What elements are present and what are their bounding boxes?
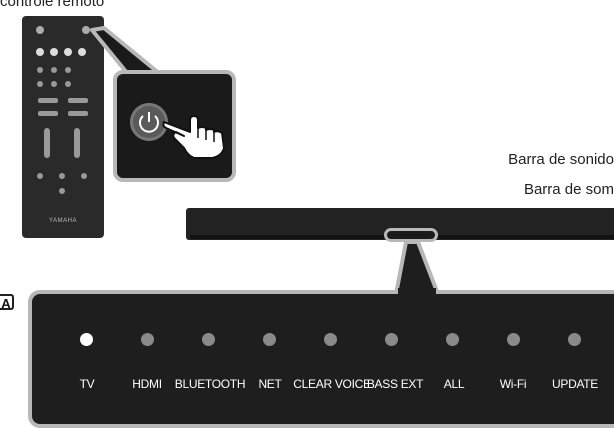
indicator-label-hdmi: HDMI (132, 377, 162, 391)
indicator-label-clear-voice: CLEAR VOICE (293, 377, 371, 391)
power-icon (139, 112, 159, 133)
indicator-label-net: NET (258, 377, 282, 391)
soundbar-label-es: Barra de sonido (508, 151, 614, 168)
indicator-led-tv (80, 333, 93, 346)
remote-caption: controle remoto (0, 0, 105, 10)
soundbar-label-pt: Barra de som (523, 181, 614, 198)
indicator-label-bass-ext: BASS EXT (366, 377, 424, 391)
indicator-label-bluetooth: BLUETOOTH (174, 377, 246, 391)
remote-control: YAMAHA (22, 16, 104, 238)
indicator-led-clear-voice (324, 333, 337, 346)
figure-badge: A (0, 294, 14, 311)
pointing-hand-icon (162, 115, 225, 159)
remote-brand-logo: YAMAHA (49, 218, 77, 224)
indicator-panel (28, 290, 614, 428)
indicator-led-wifi (507, 333, 520, 346)
power-button[interactable] (130, 103, 168, 141)
indicator-label-all: ALL (443, 377, 465, 391)
soundbar-indicator-window (384, 228, 438, 242)
indicator-label-wifi: Wi-Fi (499, 377, 527, 391)
indicator-led-bass-ext (385, 333, 398, 346)
indicator-led-all (446, 333, 459, 346)
indicator-label-tv: TV (79, 377, 95, 391)
remote-buttons-graphic (36, 26, 90, 194)
indicator-led-update (568, 333, 581, 346)
indicator-led-net (263, 333, 276, 346)
indicator-led-hdmi (141, 333, 154, 346)
indicator-led-bluetooth (202, 333, 215, 346)
indicator-label-update: UPDATE (552, 377, 598, 391)
